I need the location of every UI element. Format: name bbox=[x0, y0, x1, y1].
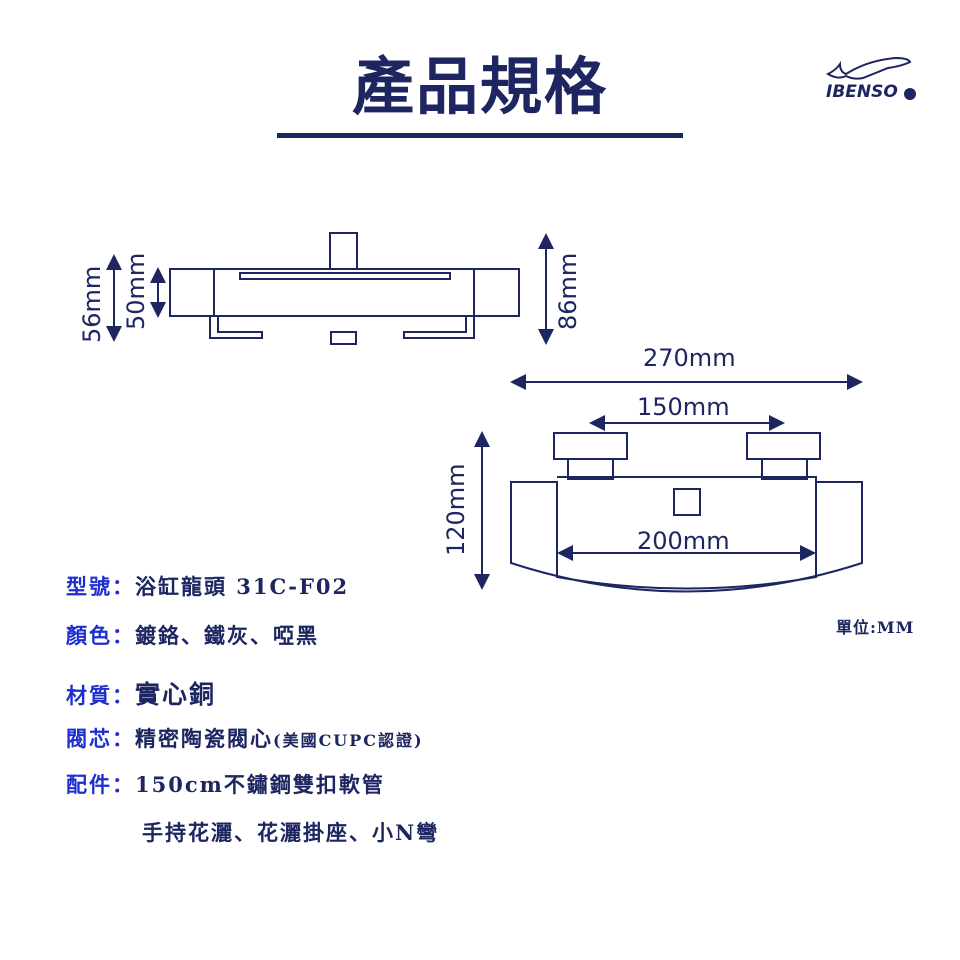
side-view-drawing bbox=[169, 232, 520, 345]
spec-label: 閥芯： bbox=[66, 726, 135, 751]
dim-label-120: 120mm bbox=[442, 463, 470, 556]
spec-model: 型號：浴缸龍頭 31C-F02 bbox=[66, 571, 349, 601]
dolphin-logo-icon bbox=[825, 56, 916, 100]
page-title: 產品規格 bbox=[351, 50, 608, 123]
spec-material: 材質：實心銅 bbox=[66, 675, 216, 711]
spec-value: 150cm不鏽鋼雙扣軟管 bbox=[135, 772, 385, 797]
spec-value: 精密陶瓷閥心 bbox=[135, 726, 273, 751]
dim-label-50: 50mm bbox=[122, 252, 150, 330]
spec-cartridge: 閥芯：精密陶瓷閥心(美國CUPC認證) bbox=[66, 723, 424, 753]
dim-label-56: 56mm bbox=[78, 265, 106, 343]
dim-label-270: 270mm bbox=[643, 344, 736, 372]
spec-color: 顏色：鍍鉻、鐵灰、啞黑 bbox=[66, 620, 319, 650]
spec-note: (美國CUPC認證) bbox=[273, 731, 424, 750]
dim-label-86: 86mm bbox=[554, 252, 582, 330]
spec-accessories-line2: 手持花灑、花灑掛座、小N彎 bbox=[142, 817, 439, 847]
unit-label: 單位:MM bbox=[836, 618, 915, 637]
spec-value: 實心銅 bbox=[135, 680, 217, 709]
dim-label-150: 150mm bbox=[637, 393, 730, 421]
spec-label: 材質： bbox=[66, 683, 135, 708]
spec-value: 鍍鉻、鐵灰、啞黑 bbox=[135, 623, 319, 648]
title-underline bbox=[277, 133, 683, 138]
front-view-drawing bbox=[510, 432, 863, 593]
spec-label: 顏色： bbox=[66, 623, 135, 648]
logo-text: IBENSO bbox=[826, 82, 898, 102]
spec-label: 型號： bbox=[66, 574, 135, 599]
spec-label: 配件： bbox=[66, 772, 135, 797]
dim-label-200: 200mm bbox=[637, 527, 730, 555]
spec-value: 手持花灑、花灑掛座、小N彎 bbox=[142, 820, 440, 845]
spec-value: 浴缸龍頭 31C-F02 bbox=[135, 574, 350, 599]
spec-accessories: 配件：150cm不鏽鋼雙扣軟管 bbox=[66, 769, 385, 799]
